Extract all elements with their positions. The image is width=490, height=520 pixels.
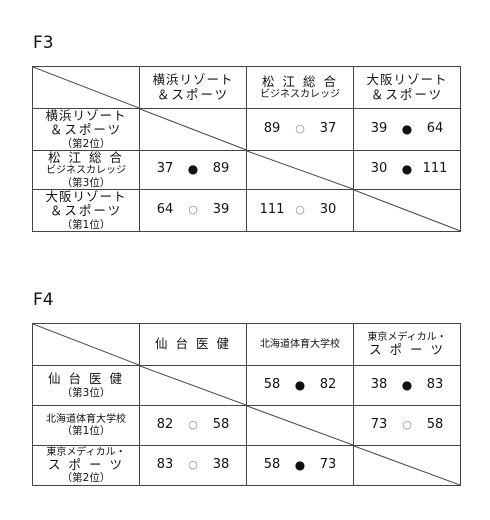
loss-mark: ● [401, 161, 413, 176]
self-match-cell [353, 445, 461, 486]
loss-mark: ● [294, 457, 306, 472]
row-team-3: 大阪リゾート ＆スポーツ （第1位） [32, 188, 140, 232]
result-cell: 30 ● 111 [353, 149, 461, 190]
loss-mark: ● [187, 161, 199, 176]
win-mark: ○ [188, 202, 198, 216]
group-title-f3: F3 [33, 33, 54, 53]
row-team-3: 東京メディカル・ ス ポ ー ツ （第2位） [32, 445, 140, 486]
result-cell: 82 ○ 58 [139, 405, 247, 446]
header-team-1: 仙 台 医 健 [139, 323, 247, 366]
win-mark: ○ [188, 418, 198, 432]
loss-mark: ● [294, 377, 306, 392]
row-team-2: 松 江 総 合 ビジネスカレッジ （第3位） [32, 149, 140, 190]
group-title-f4: F4 [33, 290, 54, 310]
corner-cell [32, 66, 140, 109]
loss-mark: ● [401, 121, 413, 136]
row-team-2: 北海道体育大学校 （第1位） [32, 405, 140, 446]
result-cell: 64 ○ 39 [139, 188, 247, 232]
header-team-3: 東京メディカル・ ス ポ ー ツ [353, 323, 461, 366]
result-cell: 58 ● 73 [246, 445, 354, 486]
league-table-f3: 横浜リゾート ＆スポーツ 松 江 総 合 ビジネスカレッジ 大阪リゾート ＆スポ… [32, 66, 461, 232]
header-team-2: 北海道体育大学校 [246, 323, 354, 366]
league-table-f4: 仙 台 医 健 北海道体育大学校 東京メディカル・ ス ポ ー ツ 仙 台 医 … [32, 323, 461, 486]
header-team-3: 大阪リゾート ＆スポーツ [353, 66, 461, 109]
result-cell: 89 ○ 37 [246, 108, 354, 151]
corner-cell [32, 323, 140, 366]
self-match-cell [139, 365, 247, 406]
result-cell: 38 ● 83 [353, 365, 461, 406]
header-team-1: 横浜リゾート ＆スポーツ [139, 66, 247, 109]
result-cell: 39 ● 64 [353, 108, 461, 151]
win-mark: ○ [295, 122, 305, 136]
row-team-1: 横浜リゾート ＆スポーツ （第2位） [32, 108, 140, 151]
self-match-cell [246, 405, 354, 446]
win-mark: ○ [402, 418, 412, 432]
loss-mark: ● [401, 377, 413, 392]
self-match-cell [246, 149, 354, 190]
self-match-cell [353, 188, 461, 232]
header-team-2: 松 江 総 合 ビジネスカレッジ [246, 66, 354, 109]
self-match-cell [139, 108, 247, 151]
win-mark: ○ [188, 458, 198, 472]
result-cell: 58 ● 82 [246, 365, 354, 406]
result-cell: 73 ○ 58 [353, 405, 461, 446]
result-cell: 37 ● 89 [139, 149, 247, 190]
result-cell: 111 ○ 30 [246, 188, 354, 232]
result-cell: 83 ○ 38 [139, 445, 247, 486]
row-team-1: 仙 台 医 健 （第3位） [32, 365, 140, 406]
win-mark: ○ [295, 202, 305, 216]
